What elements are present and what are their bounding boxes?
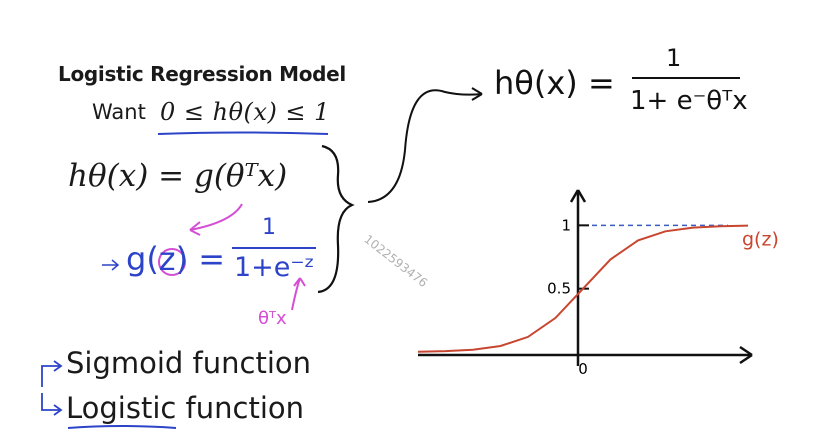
y-tick-label-05: 0.5 <box>547 280 571 298</box>
want-underline <box>157 131 329 135</box>
y-tick-label-1: 1 <box>561 216 571 234</box>
z-annotation: θᵀx <box>258 308 287 329</box>
curved-arrow <box>367 89 483 203</box>
full-hypothesis-lhs: hθ(x) = <box>494 64 615 102</box>
sigmoid-chart: 1 0.5 0 g(z) <box>417 189 779 378</box>
y-axis-arrow-icon <box>569 189 587 203</box>
magenta-arrow <box>189 203 243 231</box>
gz-lhs: g(z) = <box>126 240 226 278</box>
logistic-function-label: Logistic function <box>66 391 305 425</box>
hypothesis-equation: hθ(x) = g(θᵀx) <box>68 158 287 194</box>
sigmoid-curve <box>417 224 749 353</box>
want-inequality: 0 ≤ hθ(x) ≤ 1 <box>160 98 330 126</box>
curly-brace <box>317 144 355 294</box>
x-tick-label-0: 0 <box>578 360 588 378</box>
logistic-underline <box>67 425 177 429</box>
blue-arrow-icon <box>102 259 120 271</box>
sigmoid-function-label: Sigmoid function <box>66 346 312 380</box>
z-circle <box>158 248 186 276</box>
series-label-gz: g(z) <box>742 228 779 250</box>
full-numerator: 1 <box>666 44 682 72</box>
x-axis-arrow-icon <box>739 345 753 365</box>
slide-title: Logistic Regression Model <box>58 62 346 86</box>
logistic-arrow-icon <box>41 393 60 411</box>
gz-denominator: 1+e⁻ᶻ <box>234 252 315 283</box>
want-label: Want <box>92 100 146 124</box>
hypothesis-text: hθ(x) = g(θᵀx) <box>68 158 288 194</box>
full-denominator: 1+ e⁻θᵀx <box>630 86 748 116</box>
sigmoid-arrow-icon <box>41 365 60 387</box>
gz-numerator: 1 <box>262 215 276 240</box>
